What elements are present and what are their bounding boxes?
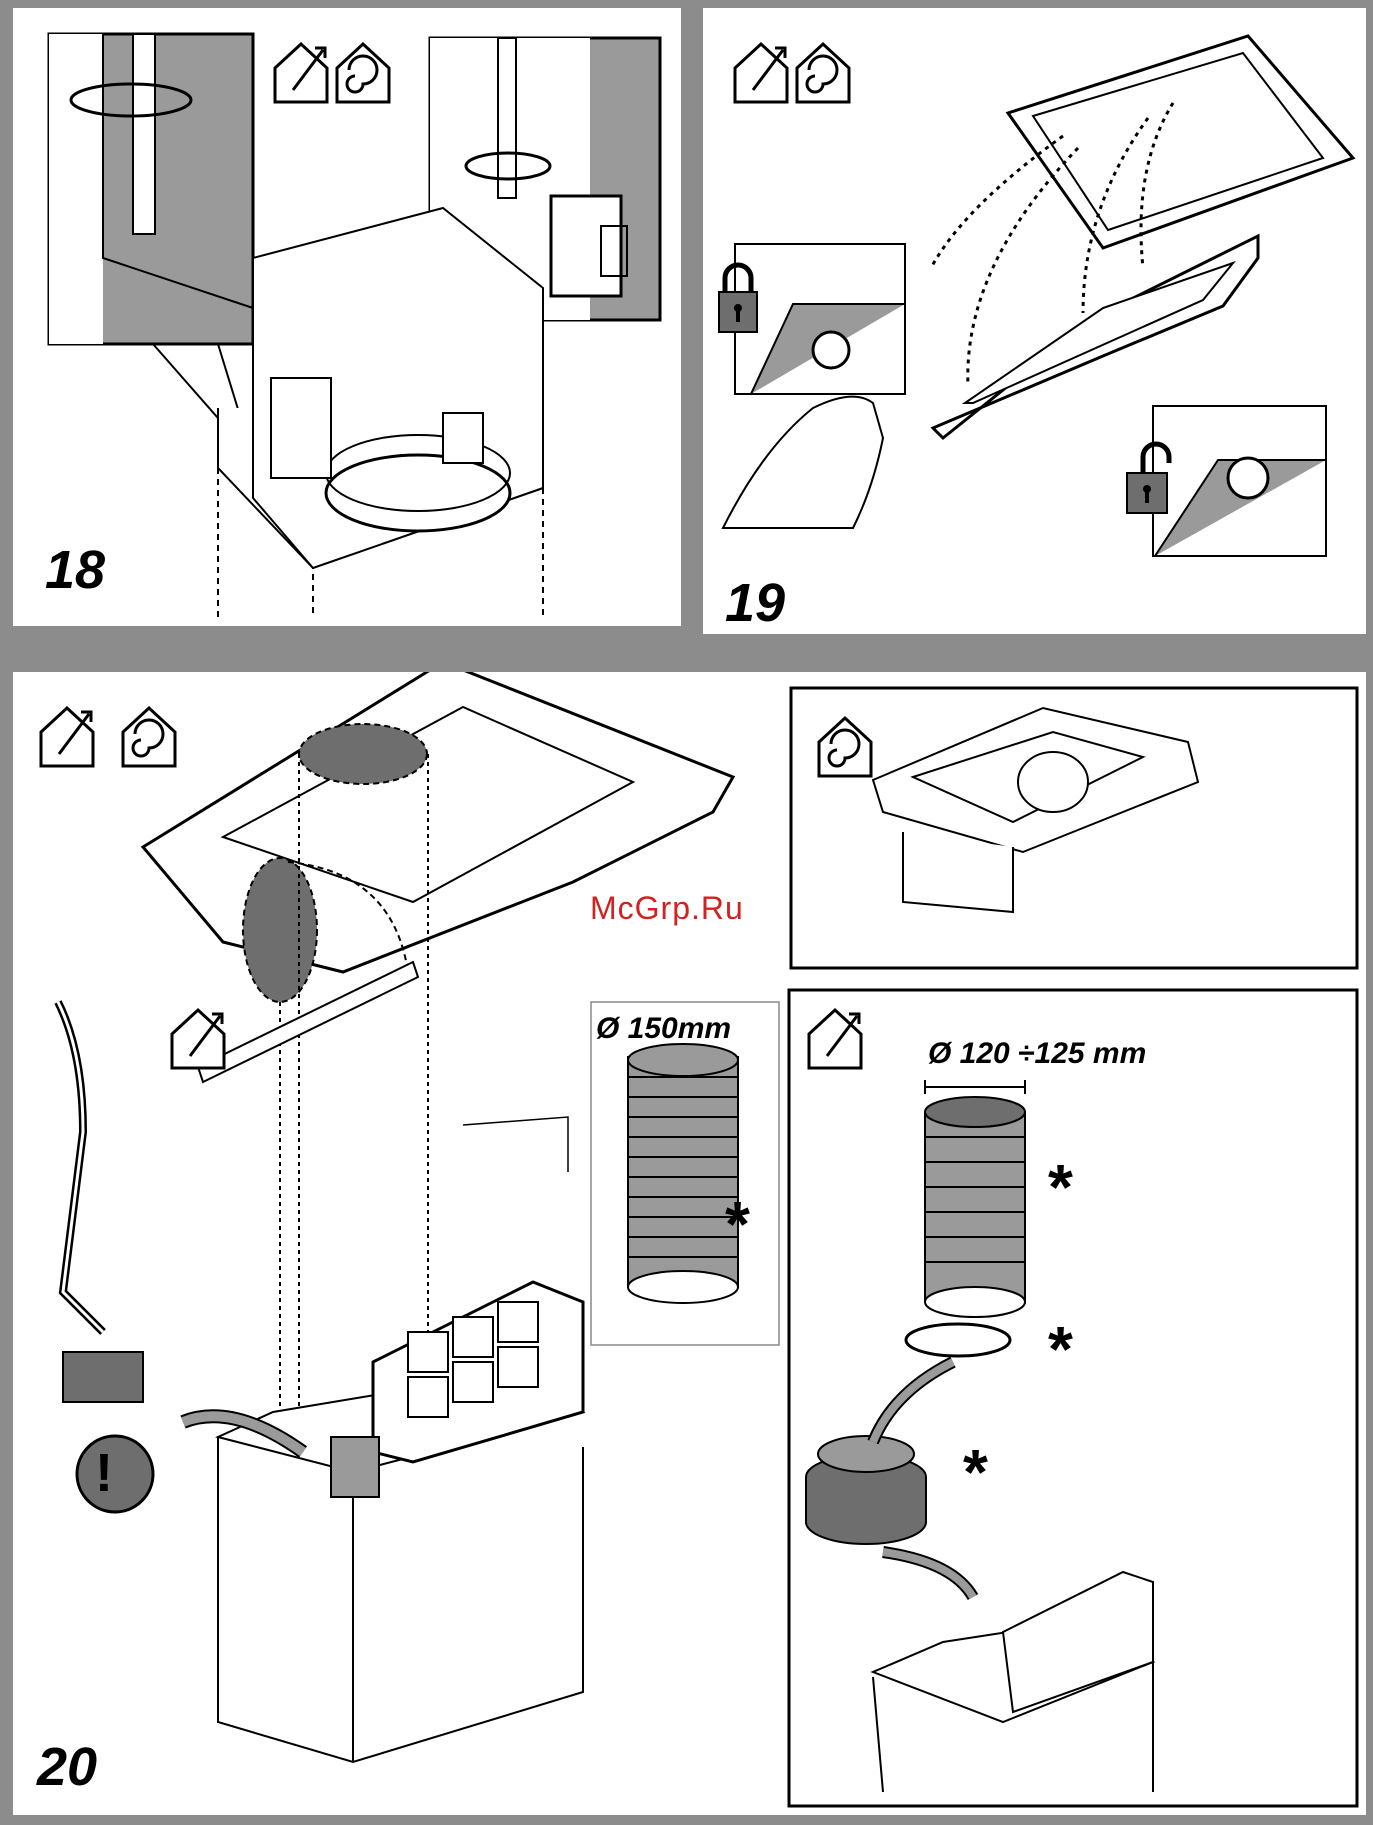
optional-mark-small-duct: * xyxy=(1048,1155,1073,1219)
recirculation-mode-icon xyxy=(797,44,849,102)
recirculation-mode-icon xyxy=(815,710,877,780)
step-number-20: 20 xyxy=(37,1740,97,1794)
recirculation-mode-icon xyxy=(337,44,389,102)
watermark: McGrp.Ru xyxy=(590,890,744,927)
step-18-panel: 18 xyxy=(13,8,681,626)
step-20-illustration xyxy=(13,672,1366,1815)
step-19-panel: 19 xyxy=(703,8,1366,634)
step-20-mode-icons xyxy=(37,700,177,770)
padlock-closed-icon xyxy=(715,256,761,336)
small-duct-diameter: Ø 120 ÷125 mm xyxy=(928,1037,1146,1071)
optional-mark-clamp: * xyxy=(1048,1317,1073,1381)
large-duct-diameter: Ø 150mm xyxy=(596,1012,731,1046)
ducted-mode-icon xyxy=(168,1002,230,1072)
padlock-open-icon xyxy=(1123,433,1173,517)
ducted-mode-icon xyxy=(41,708,93,766)
ducted-mode-icon xyxy=(735,44,787,102)
ducted-mode-icon xyxy=(271,36,391,106)
step-19-mode-icons xyxy=(731,36,851,106)
exclamation-circle-icon xyxy=(73,1432,157,1516)
step-number-18: 18 xyxy=(45,543,105,597)
optional-mark-adapter: * xyxy=(963,1440,988,1504)
step-20-panel: ! Ø 150mm Ø 120 ÷125 mm * * * * 20 xyxy=(13,672,1366,1815)
step-number-19: 19 xyxy=(725,576,785,630)
optional-mark-large-duct: * xyxy=(725,1192,750,1256)
ducted-mode-icon xyxy=(805,1002,867,1072)
warning-symbol: ! xyxy=(95,1442,113,1504)
recirculation-mode-icon xyxy=(123,708,175,766)
